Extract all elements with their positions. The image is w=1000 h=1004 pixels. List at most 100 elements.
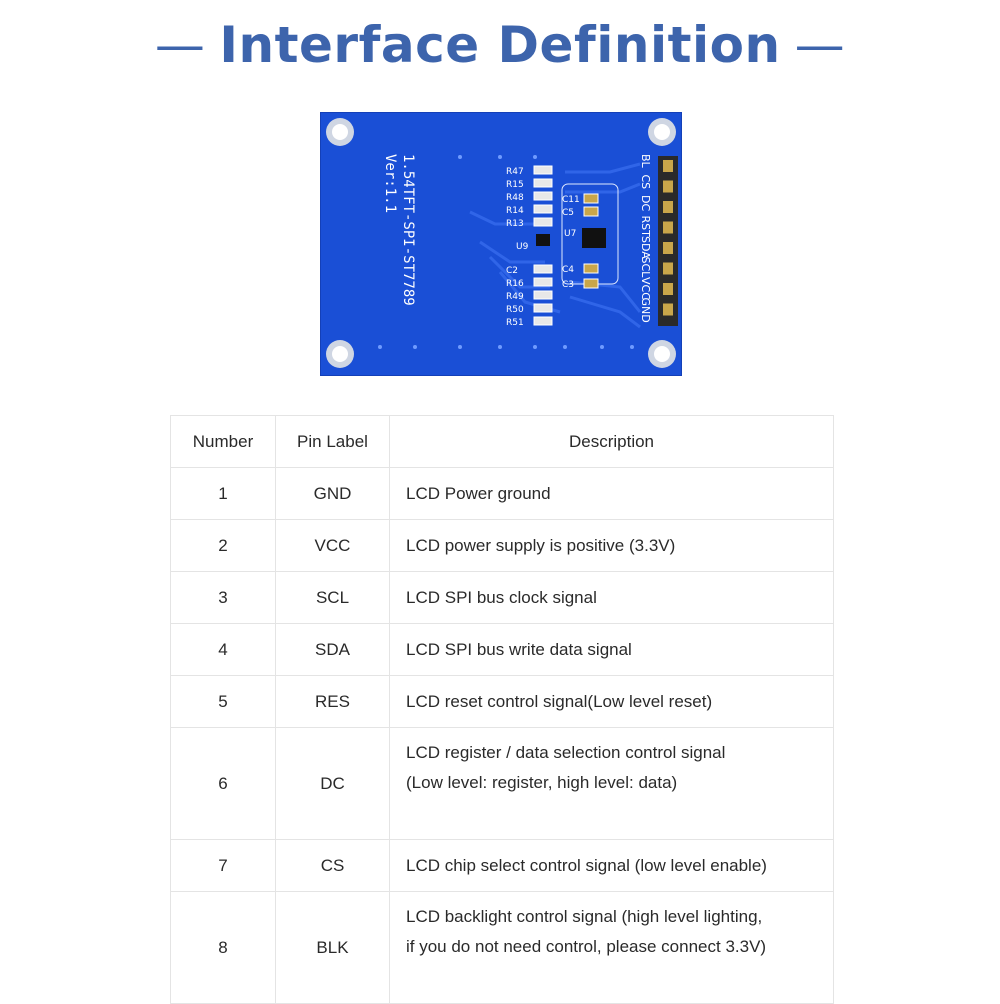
component-label: R47 [506,167,524,177]
row-number: 1 [170,467,276,520]
row-description: LCD chip select control signal (low leve… [389,839,834,892]
component-label: R13 [506,219,524,229]
description-line: if you do not need control, please conne… [406,937,767,956]
component-label: R15 [506,180,524,190]
smd-capacitor [583,278,599,289]
pin-silkscreen-label: GND [639,298,652,323]
title-text: Interface Definition [219,16,781,74]
row-description: LCD Power ground [389,467,834,520]
description-line: LCD Power ground [406,483,551,503]
header-pin [663,160,673,172]
pin-silkscreen-label: BL [639,154,652,169]
pin-silkscreen-label: RST [639,216,652,238]
description-line: LCD power supply is positive (3.3V) [406,535,676,555]
pin-silkscreen-label: SDA [639,236,652,259]
component-label: U7 [564,229,576,239]
row-description: LCD backlight control signal (high level… [389,891,834,1004]
pin-silkscreen-label: SCL [639,257,652,279]
header-pin [663,180,673,193]
smd-component [533,264,553,274]
row-number: 3 [170,571,276,624]
row-description: LCD register / data selection control si… [389,727,834,840]
description-line: LCD backlight control signal (high level… [406,907,763,926]
component-label: R50 [506,305,524,315]
row-number: 7 [170,839,276,892]
pin-silkscreen-label: DC [639,195,652,211]
row-number: 8 [170,891,276,1004]
header-pin [663,201,673,213]
component-label: C4 [562,265,574,275]
row-number: 2 [170,519,276,572]
mounting-hole-top-left [326,118,354,146]
component-label: C2 [506,266,518,276]
description-line: (Low level: register, high level: data) [406,773,678,792]
header-pin [663,221,673,234]
component-label: R16 [506,279,524,289]
header-pin [663,303,673,316]
board-model-line2: Ver:1.1 [382,154,398,213]
header-description: Description [389,415,834,468]
component-label: C11 [562,195,580,205]
row-description: LCD reset control signal(Low level reset… [389,675,834,728]
row-number: 4 [170,623,276,676]
mounting-hole-bottom-left [326,340,354,368]
row-description: LCD power supply is positive (3.3V) [389,519,834,572]
header-pin [663,283,673,295]
board-model-line1: 1.54TFT-SPI-ST7789 [400,154,416,306]
smd-component [533,303,553,313]
component-label: R49 [506,292,524,302]
pcb-body [320,112,682,376]
smd-component [533,277,553,287]
row-number: 6 [170,727,276,840]
smd-component [533,316,553,326]
description-line: LCD chip select control signal (low leve… [406,855,767,875]
description-line: LCD SPI bus clock signal [406,587,597,607]
regulator-ic [582,228,606,248]
mounting-hole-top-right [648,118,676,146]
smd-component [533,217,553,227]
header-pin [663,242,673,254]
smd-capacitor [583,193,599,204]
component-label: U9 [516,242,529,252]
title-dash-right: — [794,16,846,74]
row-description: LCD SPI bus clock signal [389,571,834,624]
row-pin-label: BLK [275,891,390,1004]
title-dash-left: — [154,16,206,74]
smd-component [533,204,553,214]
component-label: R48 [506,193,524,203]
row-pin-label: DC [275,727,390,840]
smd-component [533,165,553,175]
row-description: LCD SPI bus write data signal [389,623,834,676]
header-pin [663,262,673,275]
row-pin-label: VCC [275,519,390,572]
smd-component [533,290,553,300]
page-title: — Interface Definition — [0,12,1000,78]
smd-component [533,178,553,188]
component-label: C5 [562,208,574,218]
row-number: 5 [170,675,276,728]
component-label: C3 [562,280,574,290]
row-pin-label: RES [275,675,390,728]
row-pin-label: SDA [275,623,390,676]
component-label: R14 [506,206,524,216]
row-pin-label: GND [275,467,390,520]
description-line: LCD SPI bus write data signal [406,639,632,659]
pcb-vias [378,155,634,349]
smd-capacitor [583,263,599,274]
transistor-u9 [536,234,550,246]
smd-capacitor [583,206,599,217]
table-header-row: Number Pin Label Description [170,415,834,468]
mounting-hole-bottom-right [648,340,676,368]
smd-component [533,191,553,201]
row-pin-label: CS [275,839,390,892]
